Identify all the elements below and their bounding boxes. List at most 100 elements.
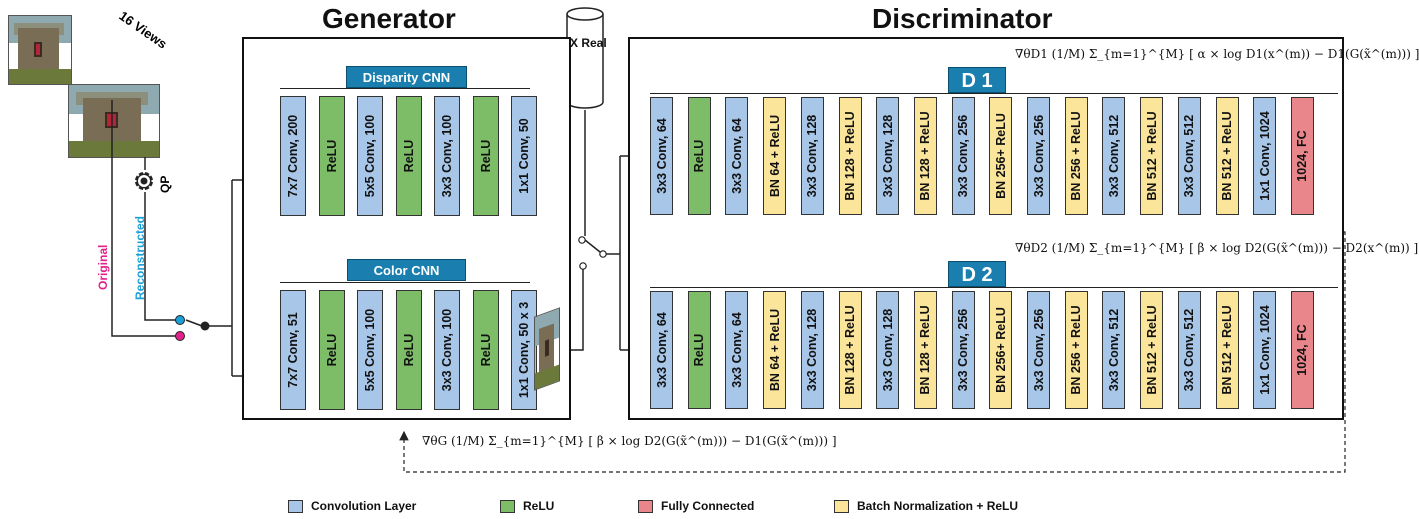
disparity-layer-relu: ReLU: [472, 96, 499, 216]
d2-layer-label: BN 128 + ReLU: [918, 305, 933, 395]
discriminator-title: Discriminator: [872, 3, 1053, 34]
legend-conv: Convolution Layer: [288, 499, 416, 513]
legend-conv-label: Convolution Layer: [311, 499, 417, 513]
legend-fc-label: Fully Connected: [661, 499, 755, 513]
color-cnn-header: Color CNN: [347, 259, 466, 281]
d1-layer-bn: BN 256+ ReLU: [989, 97, 1013, 215]
disparity-layer-label: 1x1 Conv, 50: [517, 118, 531, 194]
d2-layer-label: 3x3 Conv, 512: [1182, 308, 1197, 392]
d1-layer-label: BN 64 + ReLU: [767, 114, 782, 198]
d2-layer-bn: BN 64 + ReLU: [763, 291, 787, 409]
d1-layer-bn: BN 128 + ReLU: [838, 97, 862, 215]
disparity-layer-label: ReLU: [401, 139, 416, 173]
color-layer-label: ReLU: [324, 333, 339, 367]
d1-layer-conv: 3x3 Conv, 512: [1177, 97, 1201, 215]
d1-layer-relu: ReLU: [687, 97, 711, 215]
d1-layer-label: 3x3 Conv, 512: [1182, 114, 1197, 198]
d1-layer-label: ReLU: [692, 139, 707, 173]
d1-bar: [650, 93, 1338, 94]
synthesized-view-image: [534, 307, 560, 391]
d1-layer-label: BN 512 + ReLU: [1220, 111, 1234, 201]
color-layer-conv: 1x1 Conv, 50 x 3: [511, 290, 537, 410]
d2-layer-label: ReLU: [692, 333, 707, 367]
gear-icon: [133, 170, 155, 192]
color-layer-relu: ReLU: [318, 290, 345, 410]
d1-layer-conv: 3x3 Conv, 128: [800, 97, 824, 215]
disparity-layer-label: 5x5 Conv, 100: [363, 114, 377, 198]
d2-layer-bn: BN 128 + ReLU: [838, 291, 862, 409]
d2-layer-bn: BN 256 + ReLU: [1064, 291, 1088, 409]
d1-layer-conv: 3x3 Conv, 64: [725, 97, 749, 215]
color-layer-conv: 3x3 Conv, 100: [434, 290, 460, 410]
d2-bar: [650, 287, 1338, 288]
d1-layer-conv: 3x3 Conv, 64: [650, 97, 673, 215]
d1-layer-conv: 1x1 Conv, 1024: [1253, 97, 1277, 215]
d1-layer-label: 3x3 Conv, 256: [1031, 114, 1046, 198]
color-layer-conv: 5x5 Conv, 100: [357, 290, 383, 410]
legend-bn-swatch: [834, 499, 849, 513]
d1-layer-bn: BN 64 + ReLU: [763, 97, 787, 215]
disparity-layer-relu: ReLU: [395, 96, 422, 216]
d1-layer-bn: BN 256 + ReLU: [1064, 97, 1088, 215]
d2-layer-conv: 3x3 Conv, 512: [1102, 291, 1126, 409]
d2-layer-conv: 1x1 Conv, 1024: [1253, 291, 1277, 409]
d1-layer-label: 3x3 Conv, 64: [654, 118, 669, 194]
d1-header: D 1: [948, 67, 1006, 93]
d2-layer-label: BN 256+ ReLU: [993, 307, 1008, 393]
legend-fc: Fully Connected: [638, 499, 754, 513]
d1-layer-label: 1024, FC: [1295, 130, 1310, 182]
d2-layer-label: BN 128 + ReLU: [843, 305, 857, 395]
d1-gradient-formula: ∇θD1 (1/M) Σ_{m=1}^{M} [ α × log D1(x^(m…: [1015, 47, 1419, 61]
d2-layer-bn: BN 128 + ReLU: [913, 291, 937, 409]
legend-relu: ReLU: [500, 499, 554, 513]
d2-gradient-formula: ∇θD2 (1/M) Σ_{m=1}^{M} [ β × log D2(G(x̃…: [1015, 241, 1419, 255]
disparity-cnn-bar: [280, 88, 530, 89]
color-cnn-bar: [280, 282, 530, 283]
d1-layer-label: 3x3 Conv, 64: [729, 118, 744, 194]
d2-layer-label: BN 64 + ReLU: [767, 308, 782, 392]
color-layer-label: 7x7 Conv, 51: [286, 312, 300, 388]
d1-layer-label: 3x3 Conv, 512: [1106, 114, 1121, 198]
view-image-first: [8, 15, 72, 85]
d2-layer-conv: 3x3 Conv, 64: [725, 291, 749, 409]
legend-relu-label: ReLU: [523, 499, 555, 513]
d1-layer-label: BN 256+ ReLU: [993, 113, 1008, 199]
d2-layer-conv: 3x3 Conv, 512: [1177, 291, 1201, 409]
color-layer-relu: ReLU: [395, 290, 422, 410]
d2-layer-label: 3x3 Conv, 128: [880, 308, 895, 392]
d2-layer-conv: 3x3 Conv, 128: [800, 291, 824, 409]
color-layer-relu: ReLU: [472, 290, 499, 410]
d2-layer-bn: BN 512 + ReLU: [1215, 291, 1239, 409]
legend-fc-swatch: [638, 499, 653, 513]
disparity-layer-conv: 5x5 Conv, 100: [357, 96, 383, 216]
d1-layer-bn: BN 128 + ReLU: [913, 97, 937, 215]
d1-layer-conv: 3x3 Conv, 128: [876, 97, 900, 215]
disparity-layer-conv: 3x3 Conv, 100: [434, 96, 460, 216]
d2-layer-fc: 1024, FC: [1290, 291, 1314, 409]
d2-layer-label: 3x3 Conv, 256: [1031, 308, 1046, 392]
d1-layer-fc: 1024, FC: [1290, 97, 1314, 215]
d1-layer-label: 3x3 Conv, 256: [956, 114, 971, 198]
legend-bn-label: Batch Normalization + ReLU: [857, 499, 1019, 513]
disparity-layer-relu: ReLU: [318, 96, 345, 216]
color-layer-label: 3x3 Conv, 100: [440, 308, 454, 392]
d1-layer-conv: 3x3 Conv, 512: [1102, 97, 1126, 215]
disparity-layer-label: ReLU: [478, 139, 493, 173]
disparity-layer-label: 7x7 Conv, 200: [286, 114, 300, 198]
generator-title: Generator: [322, 3, 456, 34]
disparity-layer-conv: 1x1 Conv, 50: [511, 96, 537, 216]
d2-layer-label: 3x3 Conv, 256: [956, 308, 971, 392]
d1-layer-bn: BN 512 + ReLU: [1140, 97, 1164, 215]
d1-layer-label: BN 128 + ReLU: [843, 111, 857, 201]
legend-bn: Batch Normalization + ReLU: [834, 499, 1018, 513]
legend-conv-swatch: [288, 499, 303, 513]
d1-layer-bn: BN 512 + ReLU: [1215, 97, 1239, 215]
d1-layer-label: BN 128 + ReLU: [918, 111, 933, 201]
color-layer-label: ReLU: [401, 333, 416, 367]
x-real-label: X Real: [570, 36, 607, 50]
d2-layer-bn: BN 512 + ReLU: [1140, 291, 1164, 409]
color-layer-label: 5x5 Conv, 100: [363, 308, 377, 392]
generator-gradient-formula: ∇θG (1/M) Σ_{m=1}^{M} [ β × log D2(G(x̃^…: [422, 434, 837, 448]
disparity-layer-conv: 7x7 Conv, 200: [280, 96, 306, 216]
d1-layer-conv: 3x3 Conv, 256: [1027, 97, 1050, 215]
